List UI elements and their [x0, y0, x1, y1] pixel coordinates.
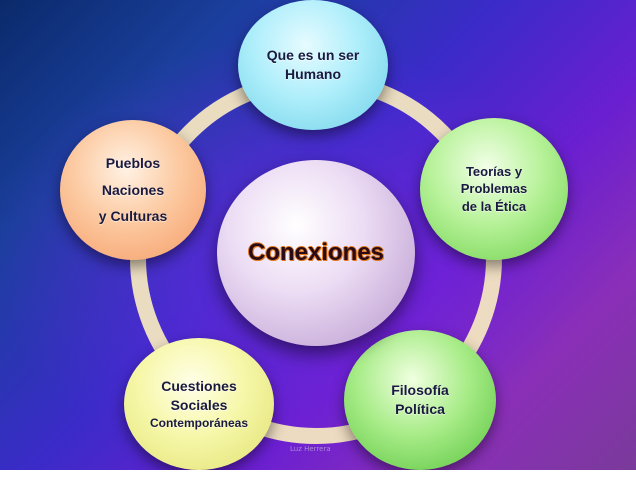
watermark-text: Luz Herrera [290, 445, 331, 453]
node-filo-line-1: Filosofía [391, 382, 449, 399]
node-human-line-1: Que es un ser [266, 47, 360, 64]
center-node-conexiones: Conexiones [217, 160, 415, 346]
node-pueblos-naciones-culturas: Pueblos Naciones y Culturas [60, 120, 206, 260]
node-filo-line-2: Política [395, 401, 445, 417]
node-etica-line-3: de la Ética [461, 198, 527, 214]
diagram-canvas: Que es un ser Humano Teorías y Problemas… [0, 0, 636, 470]
node-soc-line-1: Cuestiones [161, 378, 237, 395]
center-label: Conexiones [247, 238, 385, 266]
node-pueblos-line-1: Pueblos [105, 155, 161, 172]
node-human-line-2: Humano [285, 66, 341, 82]
node-que-es-un-ser-humano: Que es un ser Humano [238, 0, 388, 130]
node-filosofia-politica: Filosofía Política [344, 330, 496, 470]
node-teorias-problemas-etica: Teorías y Problemas de la Ética [420, 118, 568, 260]
node-soc-line-2: Sociales [170, 396, 228, 413]
node-soc-line-3: Contemporáneas [149, 415, 249, 430]
node-pueblos-line-2: Naciones [101, 181, 165, 198]
node-cuestiones-sociales: Cuestiones Sociales Contemporáneas [124, 338, 274, 470]
node-etica-line-1: Teorías y [465, 163, 523, 179]
node-pueblos-line-3: y Culturas [98, 208, 168, 225]
node-etica-line-2: Problemas [460, 181, 528, 197]
